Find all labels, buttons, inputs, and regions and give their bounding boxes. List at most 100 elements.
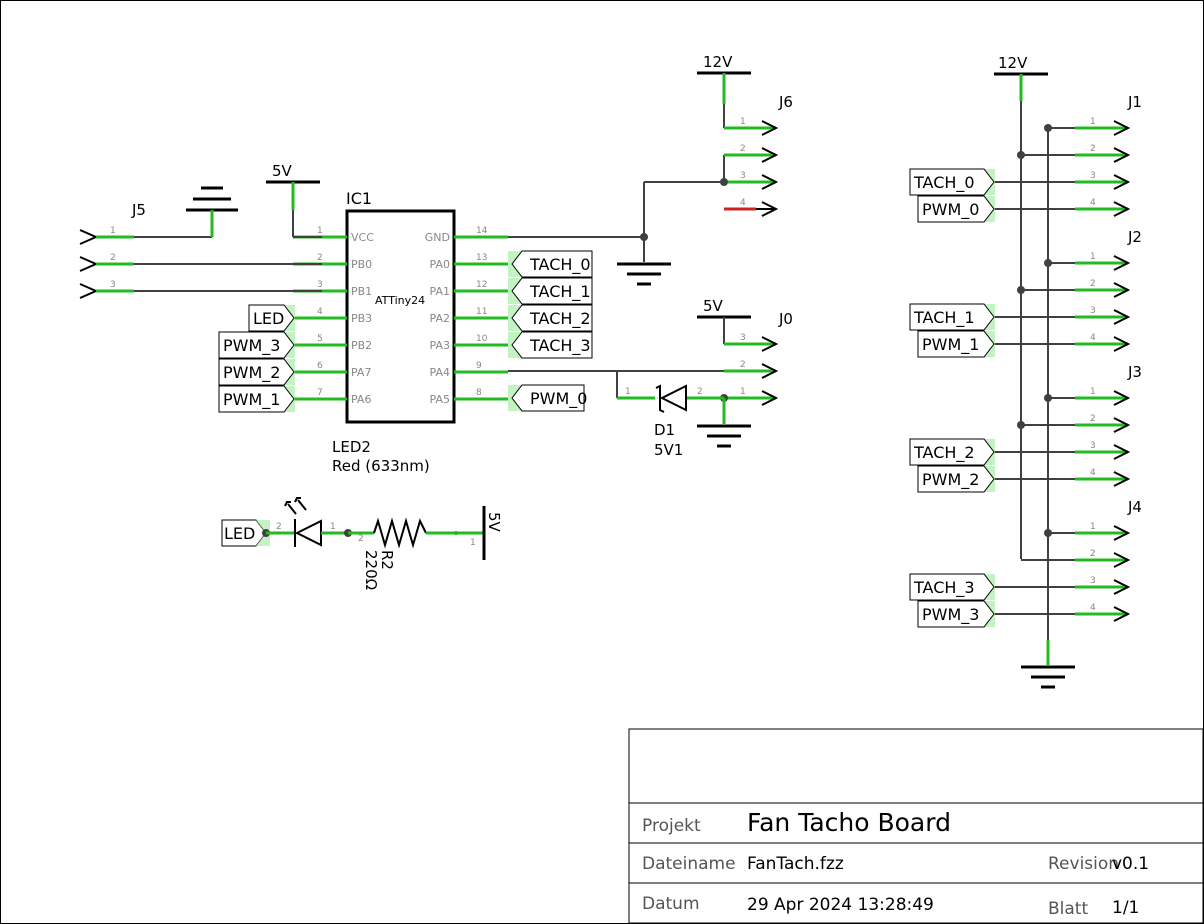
- fan-pin-num: 2: [1090, 414, 1096, 424]
- fan-net-label-tach_0-text: TACH_0: [913, 173, 975, 193]
- fan-pin-arrow: [1113, 552, 1131, 568]
- j6-pin3: 3: [740, 171, 746, 181]
- led2-ref: LED2: [332, 438, 371, 456]
- ic1-pin-num: 11: [476, 307, 487, 317]
- led2-value: Red (633nm): [332, 457, 430, 475]
- fan-net-label-pwm_1: PWM_1: [917, 330, 995, 358]
- ground-symbol-j5: [186, 186, 238, 237]
- ic1-net-label-tach_2: TACH_2: [508, 304, 593, 332]
- fan-pin-arrow: [1113, 390, 1131, 406]
- ic1-pin-num: 14: [476, 226, 488, 236]
- fan-pin-num: 1: [1090, 387, 1096, 397]
- r2-ref: R2: [378, 550, 396, 570]
- fan-net-label-tach_0: TACH_0: [909, 168, 995, 196]
- connector-j6[interactable]: 12V J6 1 2 3 4: [697, 53, 793, 217]
- ic1-body: [345, 209, 456, 424]
- fan-pin-arrow: [1113, 201, 1131, 217]
- ic1-pin-name: PA2: [430, 312, 450, 325]
- ic1-pin-num: 12: [476, 280, 487, 290]
- r2-value: 220Ω: [362, 550, 380, 590]
- date-value: 29 Apr 2024 13:28:49: [747, 895, 934, 915]
- ic1-net-label-pwm_3-text: PWM_3: [223, 336, 280, 356]
- fan-pin-num: 3: [1090, 576, 1096, 586]
- fan-net-label-tach_3: TACH_3: [909, 573, 995, 601]
- ic1-pin-num: 8: [476, 388, 482, 398]
- ic1-net-label-pa5: PWM_0: [508, 384, 587, 412]
- connector-j5[interactable]: J5 1 2 3: [79, 201, 322, 299]
- power-5v-j0-label: 5V: [703, 297, 724, 315]
- ic1-pin-name: PA1: [430, 285, 450, 298]
- power-12v-j1-label: 12V: [998, 54, 1028, 72]
- led2-pin2: 2: [276, 522, 282, 532]
- ic1-pin-name: PB2: [351, 339, 372, 352]
- fan-pin-num: 4: [1090, 333, 1096, 343]
- ic1-pin-name: VCC: [351, 231, 374, 244]
- d1-value: 5V1: [654, 441, 683, 459]
- fan-pin-arrow: [1113, 147, 1131, 163]
- connector-j0[interactable]: 5V J0 3 2 1: [508, 297, 793, 448]
- title-block: Projekt Fan Tacho Board Dateiname FanTac…: [628, 728, 1204, 924]
- fan-pin-arrow: [1113, 255, 1131, 271]
- fan-pin-arrow: [1113, 525, 1131, 541]
- fan-net-label-pwm_1-text: PWM_1: [922, 335, 979, 355]
- fan-pin-arrow: [1113, 606, 1131, 622]
- resistor-r2[interactable]: 2 1 R2 220Ω 5V: [344, 506, 503, 590]
- j0-pin1: 1: [740, 387, 746, 397]
- power-5v-led-label: 5V: [485, 512, 503, 533]
- ic1-net-label-tach_2-text: TACH_2: [529, 309, 591, 329]
- fan-pin-num: 2: [1090, 144, 1096, 154]
- fan-net-label-pwm_2-text: PWM_2: [922, 470, 979, 490]
- fan-connector-block: 12V J11234TACH_0PWM_0J21234TACH_1PWM_1J3…: [909, 54, 1142, 689]
- fan-net-label-tach_2-text: TACH_2: [913, 443, 975, 463]
- fan-connectors: J11234TACH_0PWM_0J21234TACH_1PWM_1J31234…: [909, 93, 1142, 628]
- r2-pin2: 2: [358, 534, 364, 544]
- led2[interactable]: LED2 Red (633nm) LED 2 1: [221, 438, 430, 547]
- ic1-pin-num: 1: [317, 226, 323, 236]
- ic1-pin-name: PB3: [351, 312, 372, 325]
- ic1-net-label-tach_3-text: TACH_3: [529, 336, 591, 356]
- fan-pin-arrow: [1113, 444, 1131, 460]
- ic1-net-label-tach_3: TACH_3: [508, 331, 593, 359]
- fan-pin-num: 4: [1090, 198, 1096, 208]
- ic1-pin-num: 6: [317, 361, 323, 371]
- d1-ref: D1: [654, 421, 675, 439]
- power-5v-ic: 5V: [266, 162, 322, 238]
- fan-pin-num: 1: [1090, 252, 1096, 262]
- led2-net-label: LED: [224, 524, 255, 543]
- sheet-value: 1/1: [1112, 898, 1139, 918]
- fan-pin-arrow: [1113, 417, 1131, 433]
- ic1-ref: IC1: [346, 189, 372, 208]
- ic1-pin-num: 2: [317, 253, 323, 263]
- ic1-pin-name: PA7: [351, 366, 371, 379]
- ic1-pin-name: PB1: [351, 285, 372, 298]
- diode-d1[interactable]: 1 2 D1 5V1: [616, 371, 724, 459]
- fan-pin-arrow: [1113, 282, 1131, 298]
- ic1-net-label-tach_1-text: TACH_1: [529, 282, 591, 302]
- j6-ref: J6: [778, 93, 793, 111]
- fan-pin-num: 4: [1090, 603, 1096, 613]
- fan-net-label-tach_1: TACH_1: [909, 303, 995, 331]
- ic1-pin-name: GND: [425, 231, 450, 244]
- fan-pin-num: 1: [1090, 522, 1096, 532]
- j6-pin4: 4: [740, 198, 746, 208]
- fan-pin-arrow: [1113, 471, 1131, 487]
- fan-pin-num: 2: [1090, 549, 1096, 559]
- sheet-label: Blatt: [1048, 899, 1088, 919]
- j5-pin2: 2: [110, 253, 116, 263]
- j5-pin3: 3: [110, 280, 116, 290]
- revision-label: Revision: [1048, 854, 1119, 874]
- ic1-pin-num: 3: [317, 280, 323, 290]
- fan-pin-arrow: [1113, 336, 1131, 352]
- ic1-net-label-led: LED: [248, 304, 295, 332]
- ic1-pin-name: PA6: [351, 393, 371, 406]
- led2-pin1: 1: [330, 522, 336, 532]
- r2-pin1: 1: [470, 538, 476, 548]
